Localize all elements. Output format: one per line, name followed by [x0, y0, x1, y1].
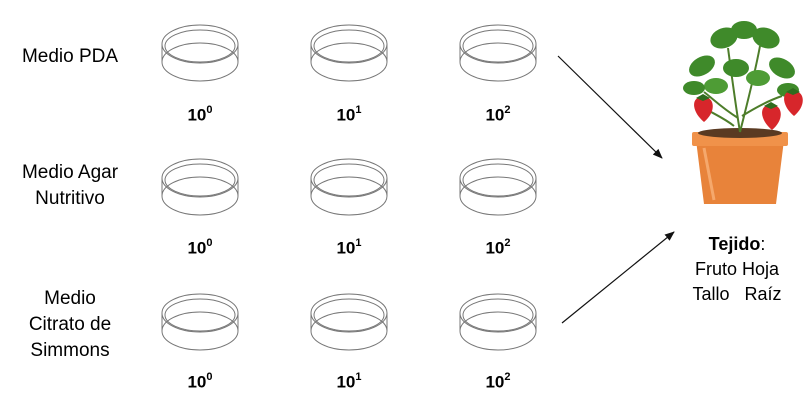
tissue-title-colon: : [760, 234, 765, 254]
strawberry-plant-in-pot-icon [674, 8, 807, 208]
tissue-title-line: Tejido: [674, 232, 800, 257]
tissue-line-1: Fruto Hoja [674, 257, 800, 282]
arrow-pda-to-plant [558, 56, 662, 158]
tissue-label: Tejido: Fruto Hoja Tallo Raíz [674, 232, 800, 307]
tissue-title: Tejido [709, 234, 761, 254]
arrow-simmons-to-plant [562, 232, 674, 323]
tissue-line-2: Tallo Raíz [674, 282, 800, 307]
